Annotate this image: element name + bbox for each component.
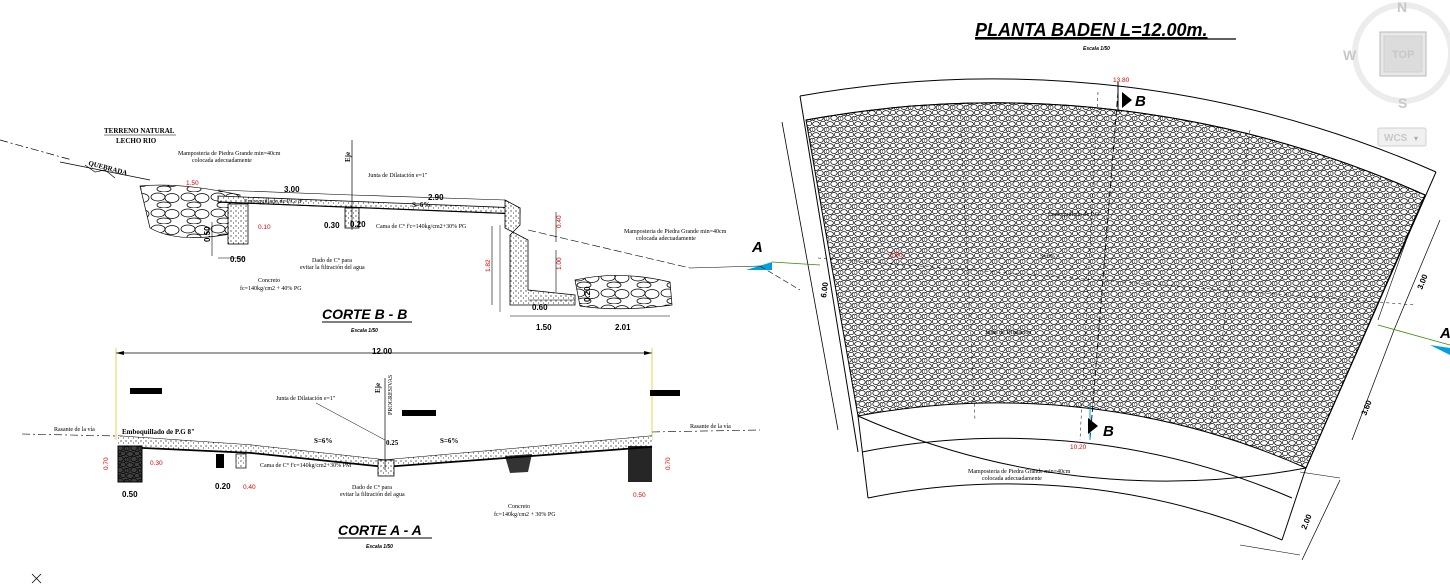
- section-b-mamp-left-line-2: colocada adecuadamente: [192, 158, 252, 164]
- section-b-eje: Eje: [344, 152, 352, 162]
- plan-marker-a-left: A: [751, 239, 763, 256]
- viewcube-label: TOP: [1392, 49, 1414, 61]
- plan-title: PLANTA BADEN L=12.00m.: [975, 20, 1208, 40]
- plan-marker-b-top: B: [1135, 93, 1146, 110]
- section-b-terreno: TERRENO NATURAL: [104, 127, 175, 135]
- section-b-mamp-right-line-2: colocada adecuadamente: [636, 236, 696, 242]
- section-a-dim-050: 0.50: [122, 490, 138, 499]
- section-b-dim-300: 3.00: [284, 185, 300, 194]
- section-b-mamp-left-line-1: Mamposteria de Piedra Grande min=40cm: [178, 151, 281, 157]
- plan-dim-bottom: 10.20: [1070, 444, 1087, 451]
- plan-note-line-1: Mamposteria de Piedra Grande min=40cm: [968, 469, 1071, 475]
- plan-dim-right-a: 3.00: [1416, 272, 1430, 290]
- section-a-dim-total: 12.00: [372, 347, 393, 356]
- section-b-dim-020: 0.20: [350, 220, 366, 229]
- plan-marker-a-right: A: [1439, 325, 1450, 342]
- section-a-dado-line-2: evitar la filtración del agua: [340, 491, 405, 498]
- section-b-dim-290: 2.90: [428, 193, 444, 202]
- section-b-cama: Cama de C° f'c=140kg/cm2+30% PG: [376, 223, 467, 230]
- section-a-dim-050r: 0.50: [633, 492, 646, 499]
- plan-dim-top: 13.80: [1113, 77, 1130, 84]
- section-a-a: 12.00 Eje PROGRESIVAS Rasante de la vía …: [21, 347, 761, 550]
- section-b-concreto-line-1: Concreto: [258, 278, 280, 284]
- section-b-junta: Junta de Dilatación e=1": [368, 173, 428, 179]
- compass-south: S: [1398, 95, 1407, 111]
- section-a-concreto-line-2: fc=140kg/cm2 + 30% PG: [494, 511, 556, 518]
- section-b-dim-010: 0.10: [258, 224, 271, 231]
- plan-dim-corner: 2.00: [1300, 512, 1314, 530]
- section-b-slope: S=6%: [412, 201, 430, 209]
- section-b-dim-040: 0.40: [556, 215, 563, 228]
- section-b-dim-030: 0.30: [324, 221, 340, 230]
- navigation-compass: N W S TOP WCS ▾: [1343, 0, 1450, 147]
- section-b-b: Eje TERRENO NATURAL LECHO RIO QUEBRADA M…: [0, 127, 801, 334]
- section-b-concreto-line-2: fc=140kg/cm2 + 40% PG: [240, 285, 302, 292]
- plan-dim-right-b: 3.60: [1360, 398, 1374, 416]
- section-a-slope-left: S=6%: [314, 437, 332, 445]
- plan-scale: Escala 1/50: [1083, 46, 1110, 52]
- section-a-title: CORTE A - A: [338, 522, 422, 538]
- section-b-dim-100: 1.00: [556, 257, 563, 270]
- section-b-quebrada: QUEBRADA: [87, 159, 128, 177]
- section-b-dado-line-2: evitar la filtración del agua: [300, 264, 365, 271]
- plan-marker-b-bottom: B: [1103, 423, 1114, 440]
- compass-north: N: [1397, 0, 1407, 15]
- chevron-down-icon: ▾: [1414, 134, 1418, 143]
- section-b-dado-line-1: Dado de C° para: [312, 257, 352, 264]
- wcs-dropdown[interactable]: WCS ▾: [1377, 127, 1427, 147]
- section-b-dim-201: 2.01: [615, 323, 631, 332]
- section-b-dim-150b: 1.50: [536, 323, 552, 332]
- section-b-dim-182: 1.82: [485, 259, 492, 272]
- section-b-lecho: LECHO RIO: [116, 137, 157, 145]
- section-a-rasante-right: Rasante de la vía: [690, 424, 731, 430]
- section-a-scale: Escala 1/50: [366, 544, 393, 550]
- section-b-dim-150: 1.50: [186, 180, 199, 187]
- section-a-slope-right: S=6%: [440, 437, 458, 445]
- section-a-rasante-left: Rasante de la vía: [54, 427, 95, 433]
- section-b-dim-050b: 0.50: [203, 226, 212, 242]
- section-b-dim-020b: 0.20: [583, 286, 592, 302]
- plan-note-line-2: colocada adecuadamente: [982, 476, 1042, 482]
- section-a-dim-070: 0.70: [103, 457, 110, 470]
- section-b-emboq: Emboquillado de P.G. 8": [244, 199, 304, 205]
- section-b-scale: Escala 1/50: [351, 328, 378, 334]
- section-a-junta: Junta de Dilatación e=1": [276, 396, 336, 402]
- compass-west: W: [1343, 47, 1357, 63]
- section-b-title: CORTE B - B: [322, 306, 407, 322]
- plan-view: Emboquillado de P.G. Junta de Dilatación…: [746, 20, 1450, 561]
- section-a-dim-070r: 0.70: [665, 457, 672, 470]
- section-a-eje: Eje: [374, 383, 382, 393]
- plan-stone-area: [805, 102, 1426, 469]
- section-b-dim-050: 0.50: [230, 255, 246, 264]
- plan-inner-label-b: Junta de Dilatación: [985, 330, 1031, 336]
- plan-center-label: 6.00: [890, 252, 903, 259]
- viewcube-top-button[interactable]: TOP: [1379, 31, 1427, 77]
- wcs-label: WCS: [1384, 133, 1408, 144]
- plan-dim-left: 6.00: [819, 281, 830, 298]
- ucs-icon: [31, 573, 42, 584]
- plan-inner-label-a: Emboquillado de P.G.: [1048, 212, 1101, 218]
- section-a-dim-020: 0.20: [215, 482, 231, 491]
- section-a-dado-line-1: Dado de C° para: [352, 484, 392, 491]
- section-a-mid: 0.25: [386, 439, 399, 447]
- section-b-mamp-right-line-1: Mamposteria de Piedra Grande min=40cm: [624, 229, 727, 235]
- section-a-dim-040: 0.40: [243, 484, 256, 491]
- section-a-cama: Cama de C° f'c=140kg/cm2+30% PM: [260, 462, 352, 469]
- section-a-dim-030: 0.30: [150, 460, 163, 467]
- section-a-emboq: Emboquillado de P.G 8": [122, 428, 195, 436]
- plan-inner-label-c: S=6%: [1040, 254, 1055, 260]
- section-b-dim-060: 0.60: [532, 303, 548, 312]
- section-a-progresivas: PROGRESIVAS: [388, 375, 394, 415]
- section-a-concreto-line-1: Concreto: [508, 504, 530, 510]
